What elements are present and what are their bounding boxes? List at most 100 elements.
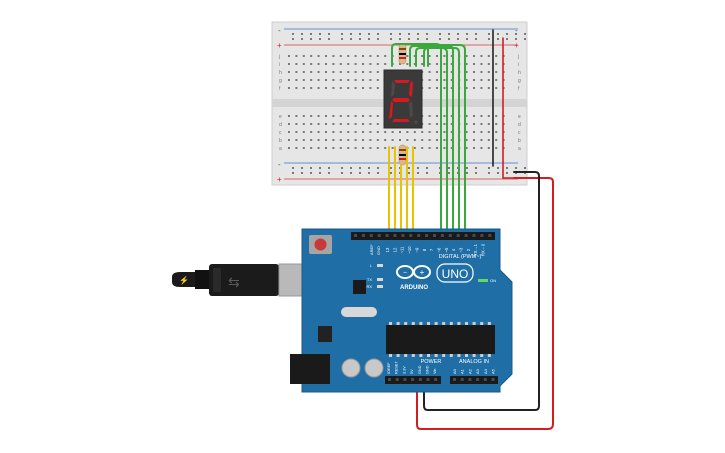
rail-plus-bottom: +	[277, 175, 282, 184]
row-letter-right: a	[518, 146, 521, 152]
digital-pin-label: ~6	[436, 247, 441, 252]
capacitor-2	[364, 358, 384, 378]
digital-pin-label: ~3	[459, 247, 464, 252]
row-letter-left: b	[279, 138, 282, 144]
segment-e	[389, 101, 393, 119]
row-letter-right: i	[518, 62, 519, 68]
segment-d	[392, 119, 410, 122]
model-label: UNO	[442, 267, 469, 281]
digital-pin-label: TX→1	[473, 243, 478, 256]
segment-a	[394, 80, 410, 83]
wire-green-4	[423, 47, 460, 235]
power-label: POWER	[421, 359, 442, 365]
digital-pin-label: ~5	[444, 247, 449, 252]
gnd-label: GND	[376, 246, 381, 255]
led-label-rx: RX	[366, 284, 372, 289]
atmega-chip	[386, 325, 495, 354]
led-label-tx: TX	[367, 277, 372, 282]
segment-g	[392, 98, 410, 102]
rail-plus-top: +	[277, 41, 282, 50]
digital-pin-label: RX←0	[481, 243, 486, 256]
led-label-l: L	[370, 263, 373, 268]
power-pin-label: 3.3V	[402, 366, 406, 374]
usb-chip	[353, 280, 366, 294]
row-letter-right: g	[518, 78, 521, 84]
rail-minus-top: -	[278, 26, 281, 35]
row-letter-left: c	[279, 130, 282, 136]
digital-pin-label: 12	[392, 247, 397, 252]
logo-minus-icon: −	[403, 270, 407, 277]
digital-pin-label: ~11	[400, 246, 405, 253]
power-jack	[290, 354, 330, 384]
power-pin-label: 5V	[410, 369, 414, 374]
row-letter-left: e	[279, 114, 282, 120]
row-letter-left: i	[279, 62, 280, 68]
capacitor-1	[341, 358, 361, 378]
seven-segment-display	[383, 69, 423, 129]
on-led	[478, 279, 488, 282]
crystal	[341, 307, 377, 317]
digital-pin-label: 8	[422, 248, 427, 251]
row-letter-right: d	[518, 122, 521, 128]
digital-pin-label: ~9	[414, 247, 419, 252]
resistor-top	[398, 43, 407, 65]
digital-pin-label: 13	[385, 247, 390, 252]
display-segments	[389, 80, 413, 122]
segment-b	[409, 81, 413, 97]
digital-pin-label: 7	[429, 248, 434, 251]
wire-red-5v	[416, 177, 554, 430]
row-letter-left: d	[279, 122, 282, 128]
wires	[388, 29, 554, 430]
logo-plus-icon: +	[420, 268, 425, 277]
row-letter-left: j	[278, 54, 280, 60]
digital-pin-label: 2	[466, 248, 471, 251]
segment-c	[409, 101, 413, 118]
power-pin-label: GND	[418, 365, 422, 374]
digital-header-holes	[354, 234, 492, 237]
display-decimal-point	[414, 120, 418, 124]
usb-lightning-icon: ⚡	[179, 275, 189, 285]
analog-pin-label: A0	[452, 368, 457, 374]
arduino-logo: − + ARDUINO UNO	[396, 263, 474, 291]
row-letter-left: g	[279, 78, 282, 84]
row-letter-right: b	[518, 138, 521, 144]
analog-pin-label: A5	[491, 368, 496, 374]
rail-minus-top-right: -	[515, 26, 518, 35]
rail-plus-top-right: +	[514, 41, 519, 50]
usb-symbol-icon: ⇆	[228, 274, 240, 290]
aref-label: AREF	[369, 244, 374, 255]
analog-pin-label: A3	[475, 368, 480, 374]
analog-header	[450, 376, 498, 384]
power-pin-label: Vin	[433, 369, 437, 374]
power-pin-label: GND	[426, 365, 430, 374]
analog-pin-label: A1	[460, 368, 465, 374]
row-letter-right: e	[518, 114, 521, 120]
reset-button-cap[interactable]	[314, 238, 327, 251]
wire-green-5	[427, 44, 466, 235]
brand-label: ARDUINO	[400, 285, 428, 291]
digital-pin-label: 4	[451, 248, 456, 251]
atmega-chip-pins	[389, 322, 491, 357]
row-letter-right: c	[518, 130, 521, 136]
power-pin-label: IOREF	[387, 362, 391, 374]
row-letter-right: j	[517, 54, 519, 60]
row-letter-right: f	[518, 86, 520, 92]
analog-pin-label: A2	[467, 368, 472, 374]
usb-cable: ⇆ ⚡	[172, 263, 310, 297]
analog-pin-label: A4	[483, 368, 488, 374]
on-label: ON	[490, 278, 496, 283]
wire-red-rail	[502, 37, 515, 179]
rail-minus-bottom: -	[278, 160, 281, 169]
digital-pin-label: ~10	[407, 246, 412, 254]
row-letter-left: h	[279, 70, 282, 76]
bottom-header-holes	[388, 378, 495, 381]
digital-header	[351, 232, 495, 240]
row-letter-right: h	[518, 70, 521, 76]
voltage-regulator	[318, 326, 332, 342]
